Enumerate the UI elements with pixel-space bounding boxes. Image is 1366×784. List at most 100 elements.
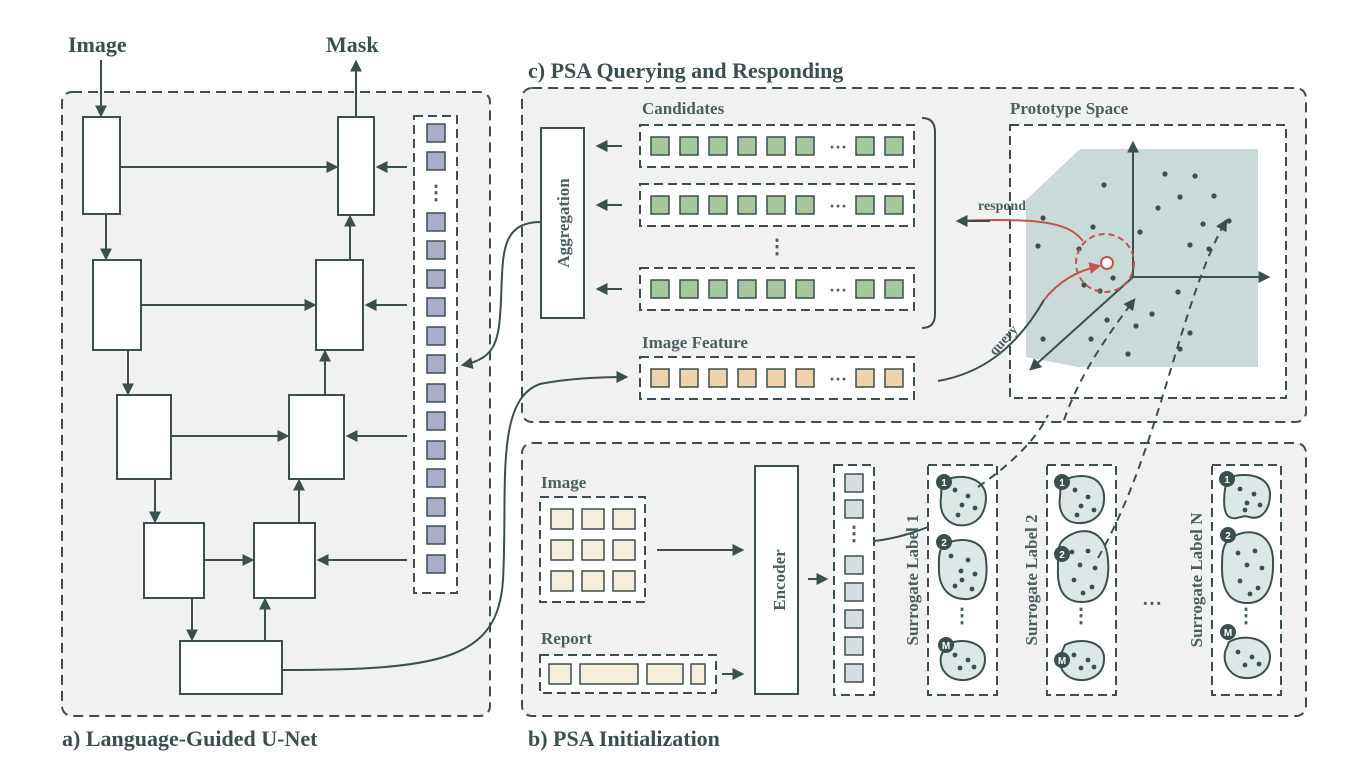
cluster-point <box>1092 565 1098 571</box>
encoder-label: Encoder <box>770 549 789 611</box>
cluster-point <box>1235 550 1241 556</box>
image-patch <box>581 570 605 592</box>
cluster-point <box>1257 502 1263 508</box>
cluster-point <box>1089 584 1095 590</box>
language-tokens <box>426 123 446 574</box>
unet-caption: a) Language-Guided U-Net <box>62 726 318 751</box>
candidate-rows-ellipsis: ⋮ <box>767 236 787 258</box>
decoder-block-2 <box>315 259 364 351</box>
encoder-block-1 <box>82 116 121 215</box>
candidate-token <box>766 195 786 215</box>
cluster-point <box>1247 591 1253 597</box>
image-patch <box>612 570 636 592</box>
unet-output-label: Mask <box>326 32 379 57</box>
prototype-point <box>1101 182 1107 188</box>
prototype-point <box>1200 221 1206 227</box>
cluster-point <box>955 512 961 518</box>
prototype-point <box>1162 171 1168 177</box>
cluster-badge <box>1054 474 1070 490</box>
cluster-point <box>965 657 971 663</box>
candidate-token <box>795 136 815 156</box>
candidate-ellipsis-2: ··· <box>829 196 847 216</box>
query-curve <box>937 299 1045 382</box>
candidate-token <box>650 195 670 215</box>
cluster-badge-number: M <box>1224 628 1232 639</box>
respond-label: respond <box>978 199 1026 214</box>
encoder-block-3 <box>116 394 172 480</box>
cluster-point <box>1242 507 1248 513</box>
cluster-point <box>958 568 964 574</box>
prototype-point <box>1177 346 1183 352</box>
prototype-point <box>1226 218 1232 224</box>
candidate-token <box>855 279 875 299</box>
cluster-point <box>1235 649 1241 655</box>
cluster-badge-number: 2 <box>1225 531 1231 542</box>
init-image-label: Image <box>541 473 587 492</box>
candidate-token <box>737 195 757 215</box>
prototype-point <box>1125 351 1131 357</box>
encoded-token <box>844 473 864 493</box>
image-feature-token <box>708 368 728 388</box>
query-panel: c) PSA Querying and Responding Aggregati… <box>521 58 1307 423</box>
prototype-point <box>1040 336 1046 342</box>
surrogate-label-2: Surrogate Label 2 <box>1022 515 1041 646</box>
candidate-ellipsis-1: ··· <box>829 137 847 157</box>
prototype-point <box>1137 229 1143 235</box>
axis-depth <box>1029 276 1134 371</box>
cluster-point <box>965 493 971 499</box>
decoder-block-4 <box>253 522 316 599</box>
cluster-point <box>1091 507 1097 513</box>
candidate-token <box>884 136 904 156</box>
encoder-block-2 <box>92 259 142 351</box>
unet-input-label: Image <box>68 32 127 57</box>
cluster-point <box>1249 654 1255 660</box>
surrogate-between-ellipsis: ··· <box>1142 593 1162 615</box>
prototype-point <box>1040 215 1046 221</box>
candidate-token <box>708 136 728 156</box>
aggregation-label: Aggregation <box>554 178 573 268</box>
language-token <box>426 123 446 143</box>
cluster-point <box>952 583 958 589</box>
prototype-point <box>1211 193 1217 199</box>
cluster-point <box>965 557 971 563</box>
image-feature-token <box>650 368 670 388</box>
cluster-point <box>1085 548 1091 554</box>
prototype-plane <box>1026 149 1258 367</box>
candidate-token <box>884 279 904 299</box>
language-token <box>426 326 446 346</box>
candidate-token <box>679 195 699 215</box>
cluster-badge-number: M <box>942 641 950 652</box>
cluster-point <box>971 664 977 670</box>
bottleneck-to-feature-curve <box>281 371 629 671</box>
aggregation-box <box>540 127 585 319</box>
cluster-badge-number: M <box>1058 656 1066 667</box>
candidate-token <box>708 279 728 299</box>
image-feature-token <box>855 368 875 388</box>
cluster-point <box>957 665 963 671</box>
init-report-label: Report <box>541 629 592 648</box>
cluster-badge <box>1054 652 1070 668</box>
prototype-point <box>1088 336 1094 342</box>
language-token <box>426 354 446 374</box>
cluster-badge <box>1219 471 1235 487</box>
candidate-token <box>766 279 786 299</box>
cluster-point <box>1071 577 1077 583</box>
cluster-point <box>1085 494 1091 500</box>
prototype-point <box>1035 243 1041 249</box>
candidate-token <box>737 279 757 299</box>
encoded-token <box>844 609 864 629</box>
prototype-point <box>1175 289 1181 295</box>
cluster-badge-number: 2 <box>1059 550 1065 561</box>
image-feature-tokens <box>650 368 904 388</box>
candidate-token <box>855 136 875 156</box>
image-patch <box>550 539 574 561</box>
image-patch <box>550 508 574 530</box>
language-token <box>426 297 446 317</box>
encoded-tokens <box>844 473 864 683</box>
candidate-token <box>855 195 875 215</box>
prototype-point <box>1177 194 1183 200</box>
cluster-point <box>952 487 958 493</box>
candidate-token <box>795 279 815 299</box>
